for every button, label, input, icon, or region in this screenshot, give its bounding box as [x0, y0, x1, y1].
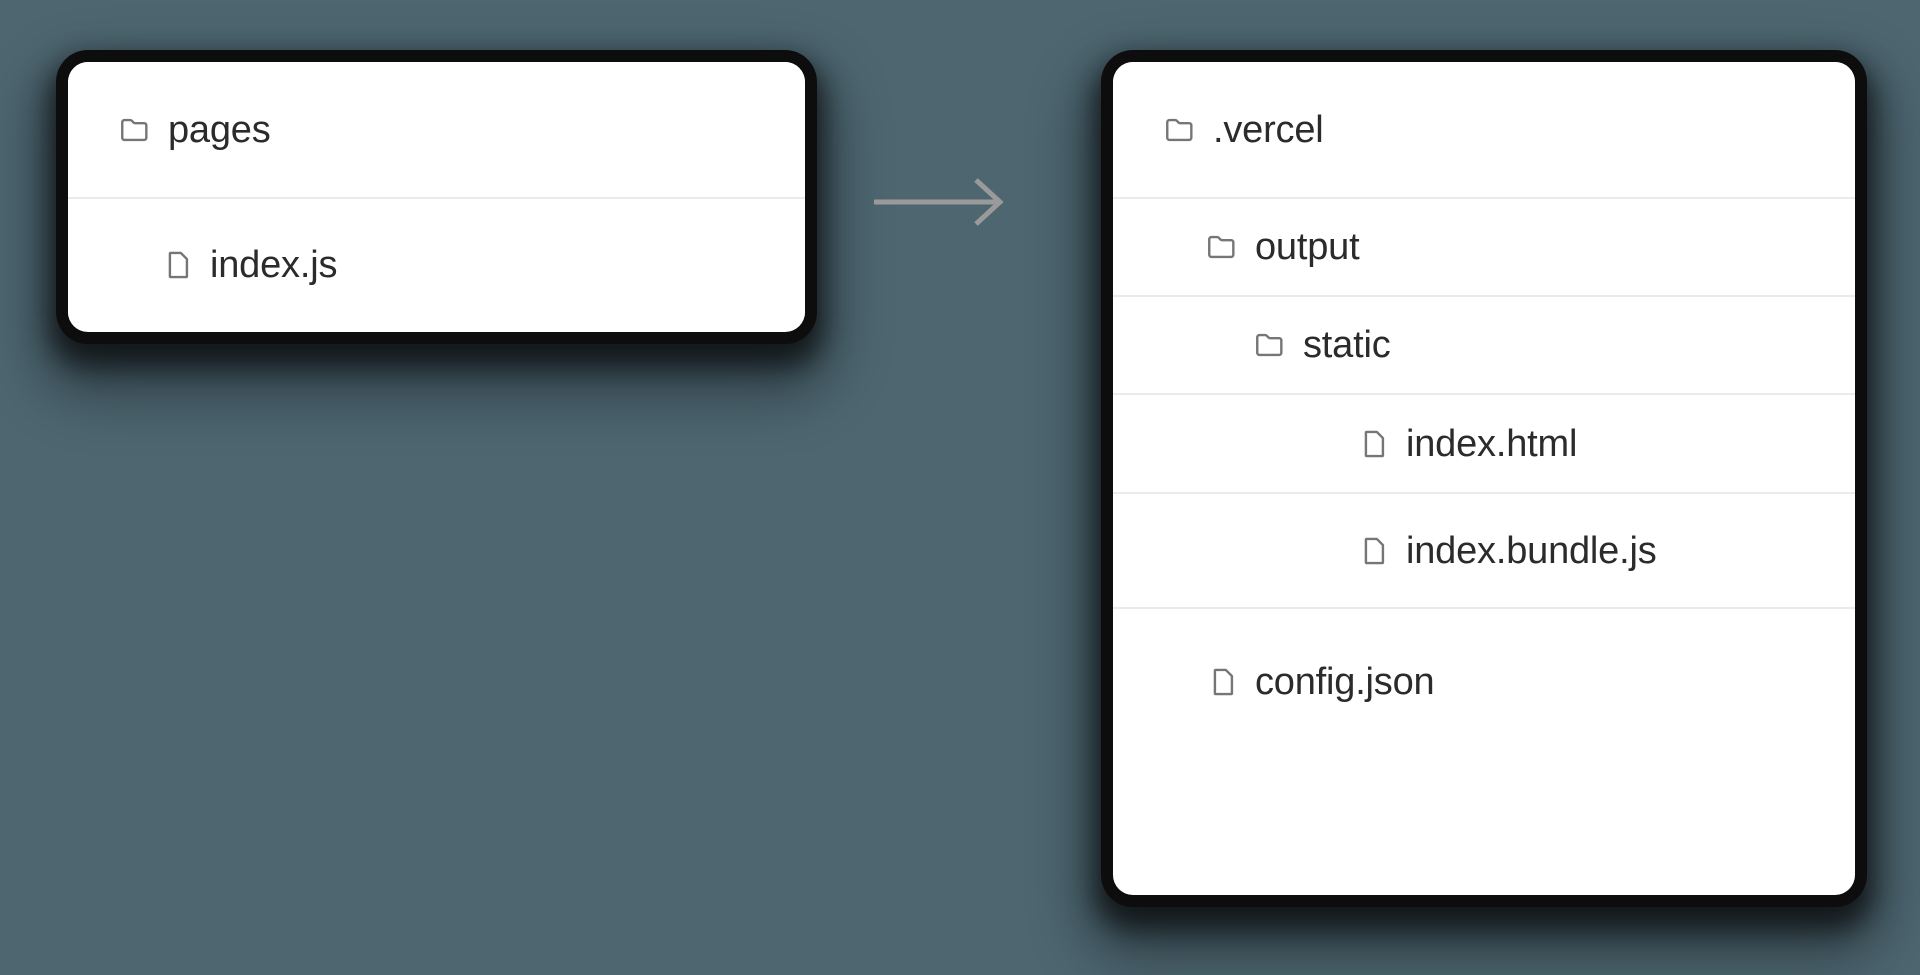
file-icon	[1205, 663, 1239, 701]
file-tree-row-label: index.bundle.js	[1406, 529, 1657, 572]
file-tree-row-label: index.js	[210, 243, 338, 286]
file-tree-row-output[interactable]: output	[1113, 197, 1855, 295]
file-tree-row-vercel[interactable]: .vercel	[1113, 62, 1855, 197]
output-file-tree-card: .vercel output static	[1113, 62, 1855, 895]
folder-icon	[1205, 228, 1239, 266]
source-file-tree-card: pages index.js	[68, 62, 805, 332]
file-tree-row-index-html[interactable]: index.html	[1113, 393, 1855, 492]
file-tree-row-config-json[interactable]: config.json	[1113, 607, 1855, 755]
file-icon	[1356, 532, 1390, 570]
file-tree-row-label: output	[1255, 226, 1360, 268]
file-tree-row-index-js[interactable]: index.js	[68, 197, 805, 330]
file-tree-row-label: .vercel	[1213, 108, 1324, 151]
file-tree-row-label: pages	[168, 108, 271, 151]
file-tree-row-static[interactable]: static	[1113, 295, 1855, 393]
file-tree-row-label: config.json	[1255, 661, 1435, 703]
file-tree-row-label: static	[1303, 324, 1391, 366]
folder-icon	[118, 111, 152, 149]
file-icon	[160, 246, 194, 284]
file-tree-row-pages[interactable]: pages	[68, 62, 805, 197]
file-tree-row-index-bundle-js[interactable]: index.bundle.js	[1113, 492, 1855, 607]
file-icon	[1356, 425, 1390, 463]
file-tree-row-label: index.html	[1406, 422, 1578, 465]
folder-icon	[1253, 326, 1287, 364]
folder-icon	[1163, 111, 1197, 149]
arrow-right-icon	[872, 172, 1017, 232]
